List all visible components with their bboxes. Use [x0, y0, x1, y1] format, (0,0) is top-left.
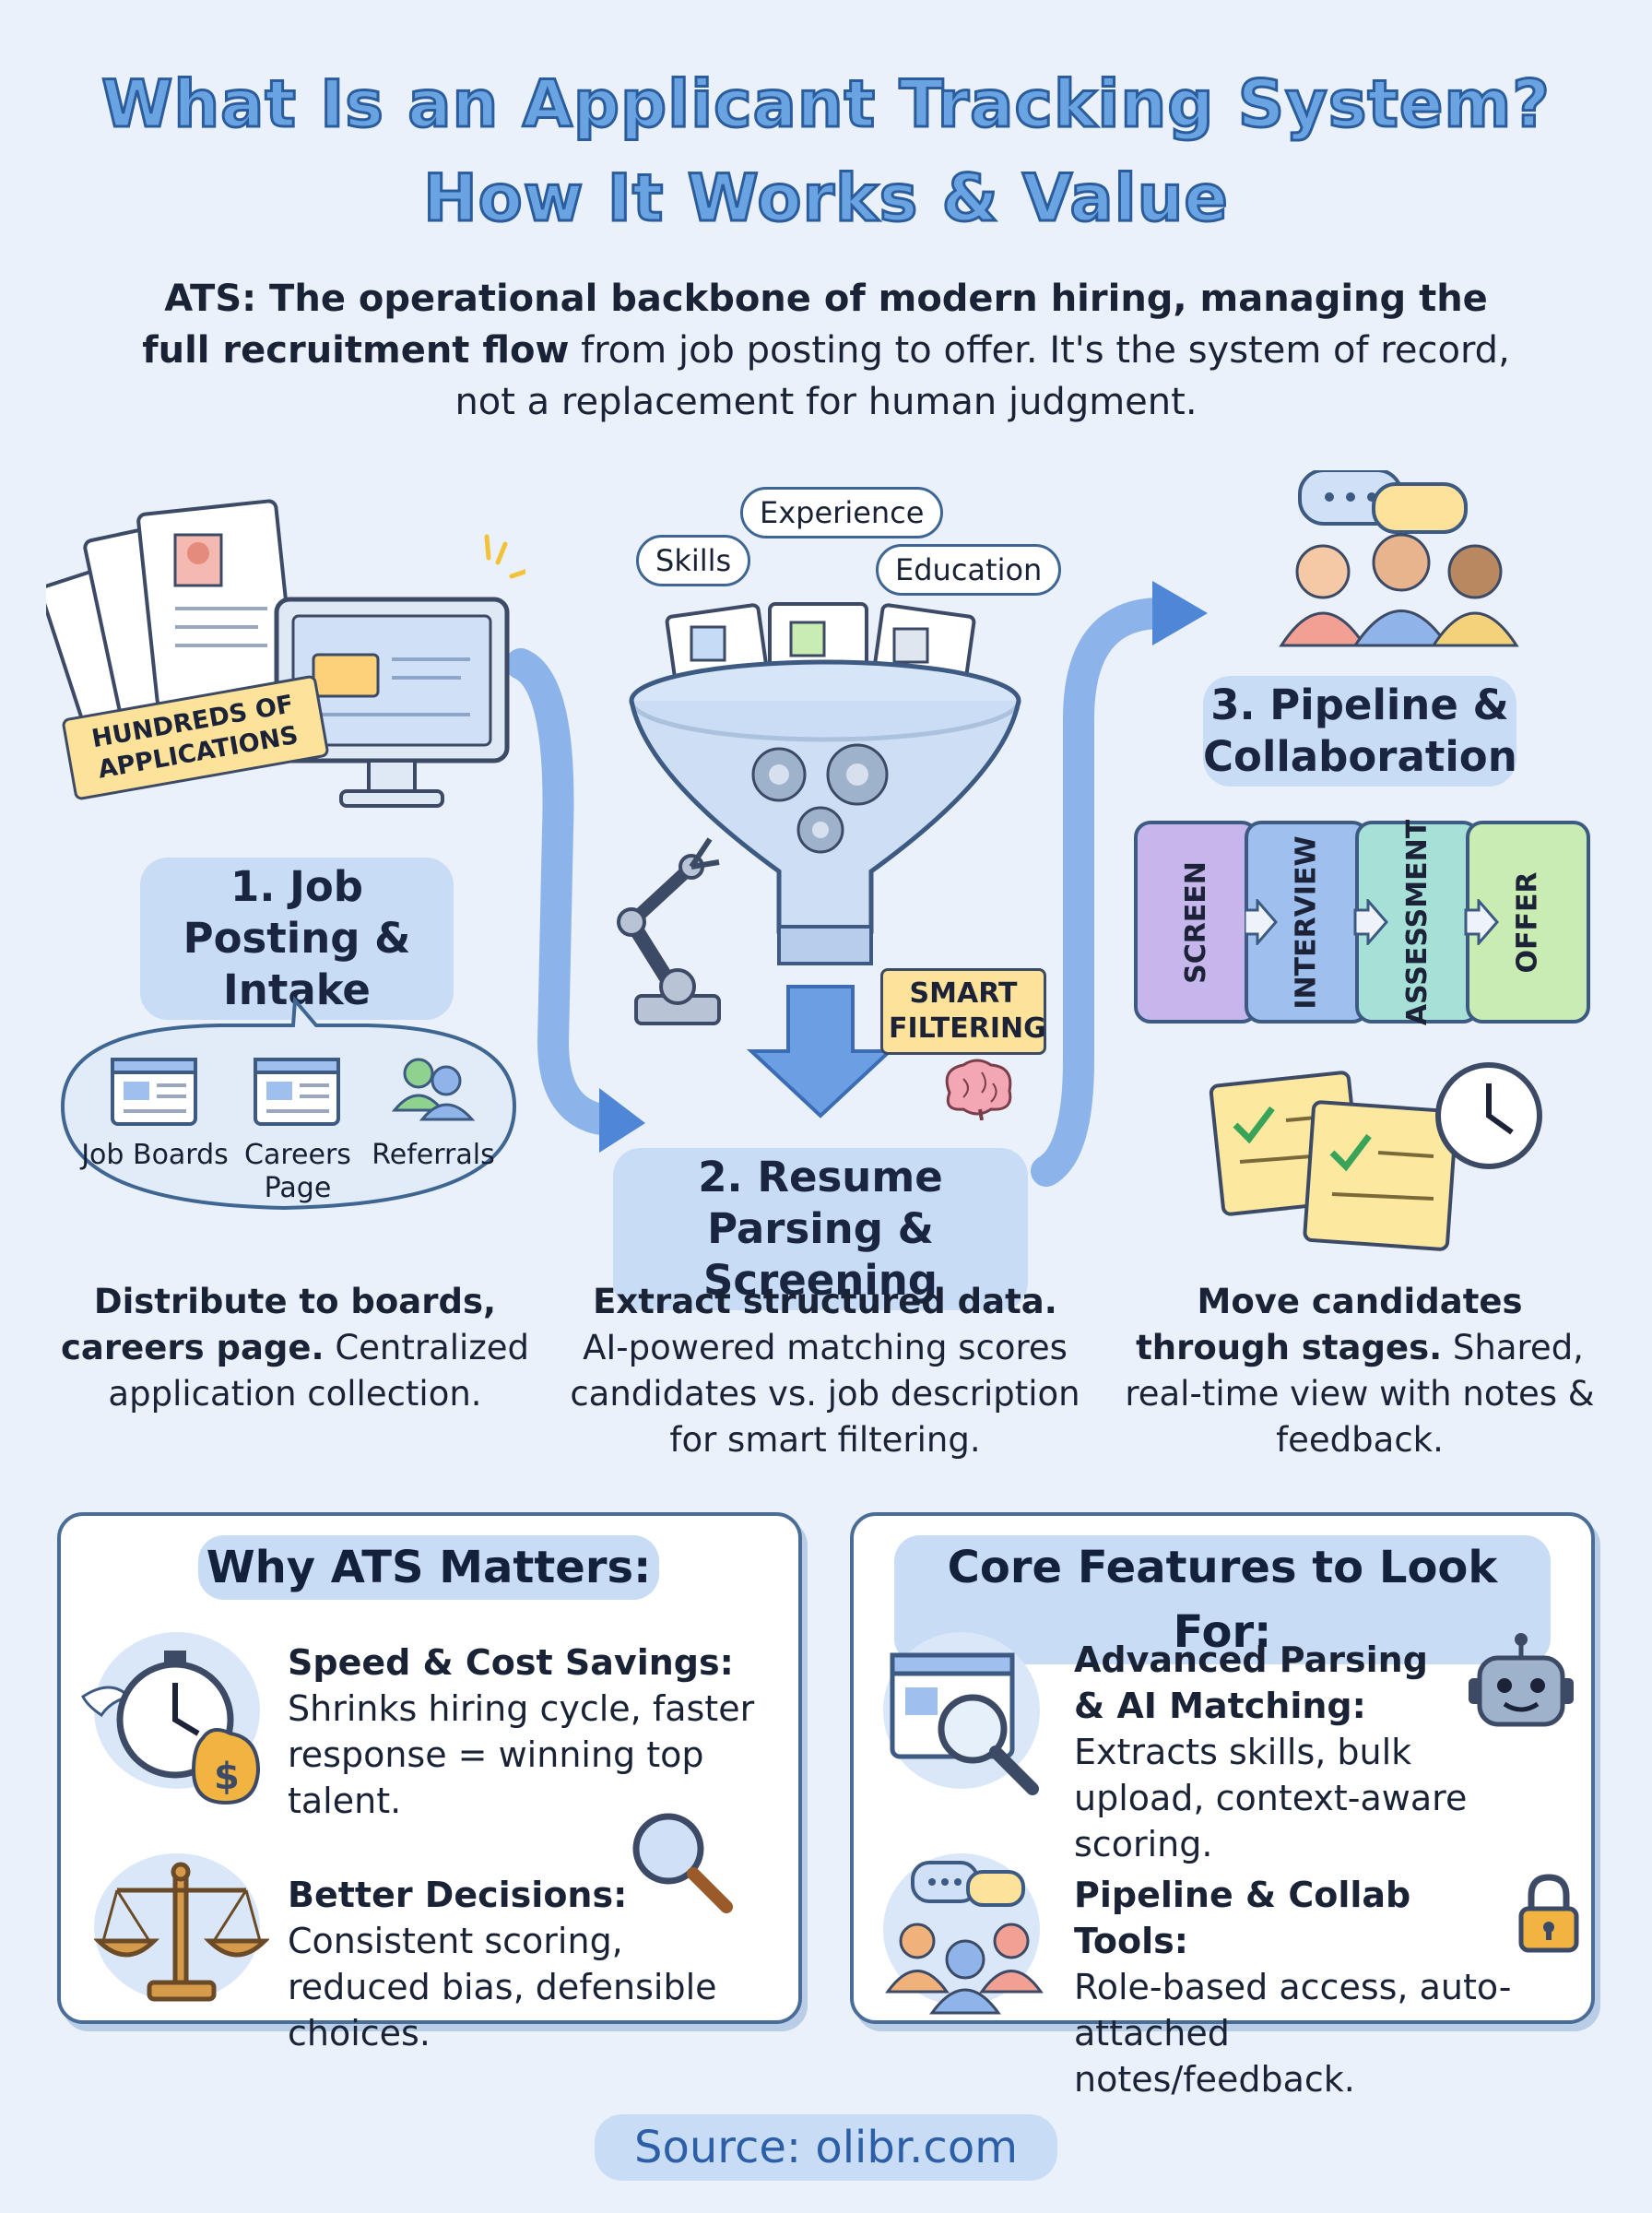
intro-rest: from job posting to offer. It's the syst… — [454, 329, 1510, 423]
channel-job-boards: Job Boards — [81, 1139, 229, 1171]
team-collab-icon — [885, 1861, 1044, 2015]
intro-text: ATS: The operational backbone of modern … — [135, 273, 1517, 428]
step2-heading: 2. Resume Parsing & Screening — [613, 1148, 1028, 1310]
source-footer: Source: olibr.com — [595, 2114, 1057, 2181]
step1-desc-bold: Distribute to boards, careers page. — [60, 1282, 497, 1367]
decisions-title: Better Decisions: — [288, 1875, 628, 1915]
step1-desc-rest: Centralized application collection. — [108, 1328, 529, 1414]
svg-text:$: $ — [214, 1756, 240, 1798]
stopwatch-money-icon: $ — [81, 1651, 261, 1805]
stage-screen-label: SCREEN — [1180, 860, 1213, 984]
lock-icon — [1518, 1874, 1579, 1953]
referrals-icon — [391, 1058, 476, 1121]
parsing-title: Advanced Parsing & AI Matching: — [1074, 1639, 1428, 1726]
bubble-skills: Skills — [636, 535, 751, 586]
step2-description: Extract structured data. AI-powered matc… — [567, 1279, 1083, 1463]
brain-icon — [945, 1059, 1012, 1120]
core-features-title: Core Features to Look For: — [894, 1535, 1551, 1664]
step3-desc-rest: Shared, real-time view with notes & feed… — [1125, 1328, 1595, 1460]
job-boards-icon — [111, 1058, 197, 1126]
intro-bold: ATS: The operational backbone of modern … — [142, 278, 1488, 372]
magnifier-icon — [632, 1813, 733, 1913]
stage-arrows — [1245, 899, 1499, 945]
step2-desc-bold: Extract structured data. — [593, 1282, 1057, 1321]
page-title-line1: What Is an Applicant Tracking System? — [100, 66, 1552, 142]
why-item-decisions: Better Decisions: Consistent scoring, red… — [288, 1872, 776, 2056]
step1-description: Distribute to boards, careers page. Cent… — [55, 1279, 535, 1417]
applications-computer-icon — [46, 499, 525, 808]
arrow-step2-to-step3 — [1031, 598, 1177, 1187]
team-chat-icon — [1279, 470, 1519, 647]
step3-desc-bold: Move candidates through stages. — [1136, 1282, 1523, 1367]
arrow-down-icon — [746, 985, 895, 1118]
step2-desc-rest: AI-powered matching scores candidates vs… — [570, 1328, 1080, 1460]
notes-clock-icon — [1209, 1062, 1542, 1251]
feature-pipeline: Pipeline & Collab Tools:Role-based acces… — [1074, 1872, 1516, 2102]
scales-icon — [94, 1862, 269, 2002]
step3-heading: 3. Pipeline & Collaboration — [1203, 676, 1517, 787]
bubble-experience: Experience — [740, 487, 944, 538]
channel-referrals: Referrals — [372, 1139, 495, 1171]
arrow-step1-to-step2 — [505, 648, 624, 1136]
stage-screen: SCREEN — [1134, 821, 1258, 1024]
robot-icon — [1469, 1633, 1574, 1727]
decisions-text: Consistent scoring, reduced bias, defens… — [288, 1921, 717, 2053]
why-item-speed: Speed & Cost Savings: Shrinks hiring cycl… — [288, 1639, 767, 1824]
step1-heading: 1. Job Posting & Intake — [140, 858, 454, 1020]
smart-filtering-tag: SMART FILTERING — [880, 968, 1046, 1055]
page-title-line2: How It Works & Value — [422, 160, 1230, 236]
funnel-robot-icon — [617, 602, 1021, 1025]
speed-text: Shrinks hiring cycle, faster response = … — [288, 1688, 755, 1821]
pipeline-text: Role-based access, auto-attached notes/f… — [1074, 1967, 1512, 2100]
flow-arrows — [505, 581, 1208, 1187]
step3-description: Move candidates through stages. Shared, … — [1115, 1279, 1604, 1463]
why-ats-title: Why ATS Matters: — [198, 1535, 659, 1600]
feature-parsing: Advanced Parsing & AI Matching:Extracts … — [1074, 1637, 1470, 1867]
careers-page-icon — [254, 1058, 340, 1126]
parsing-text: Extracts skills, bulk upload, context-aw… — [1074, 1732, 1468, 1864]
pipeline-title: Pipeline & Collab Tools: — [1074, 1875, 1411, 1961]
speed-title: Speed & Cost Savings: — [288, 1642, 734, 1683]
channel-careers-page: Careers Page — [244, 1139, 351, 1204]
bubble-education: Education — [876, 544, 1062, 596]
document-magnifier-icon — [890, 1652, 1039, 1795]
